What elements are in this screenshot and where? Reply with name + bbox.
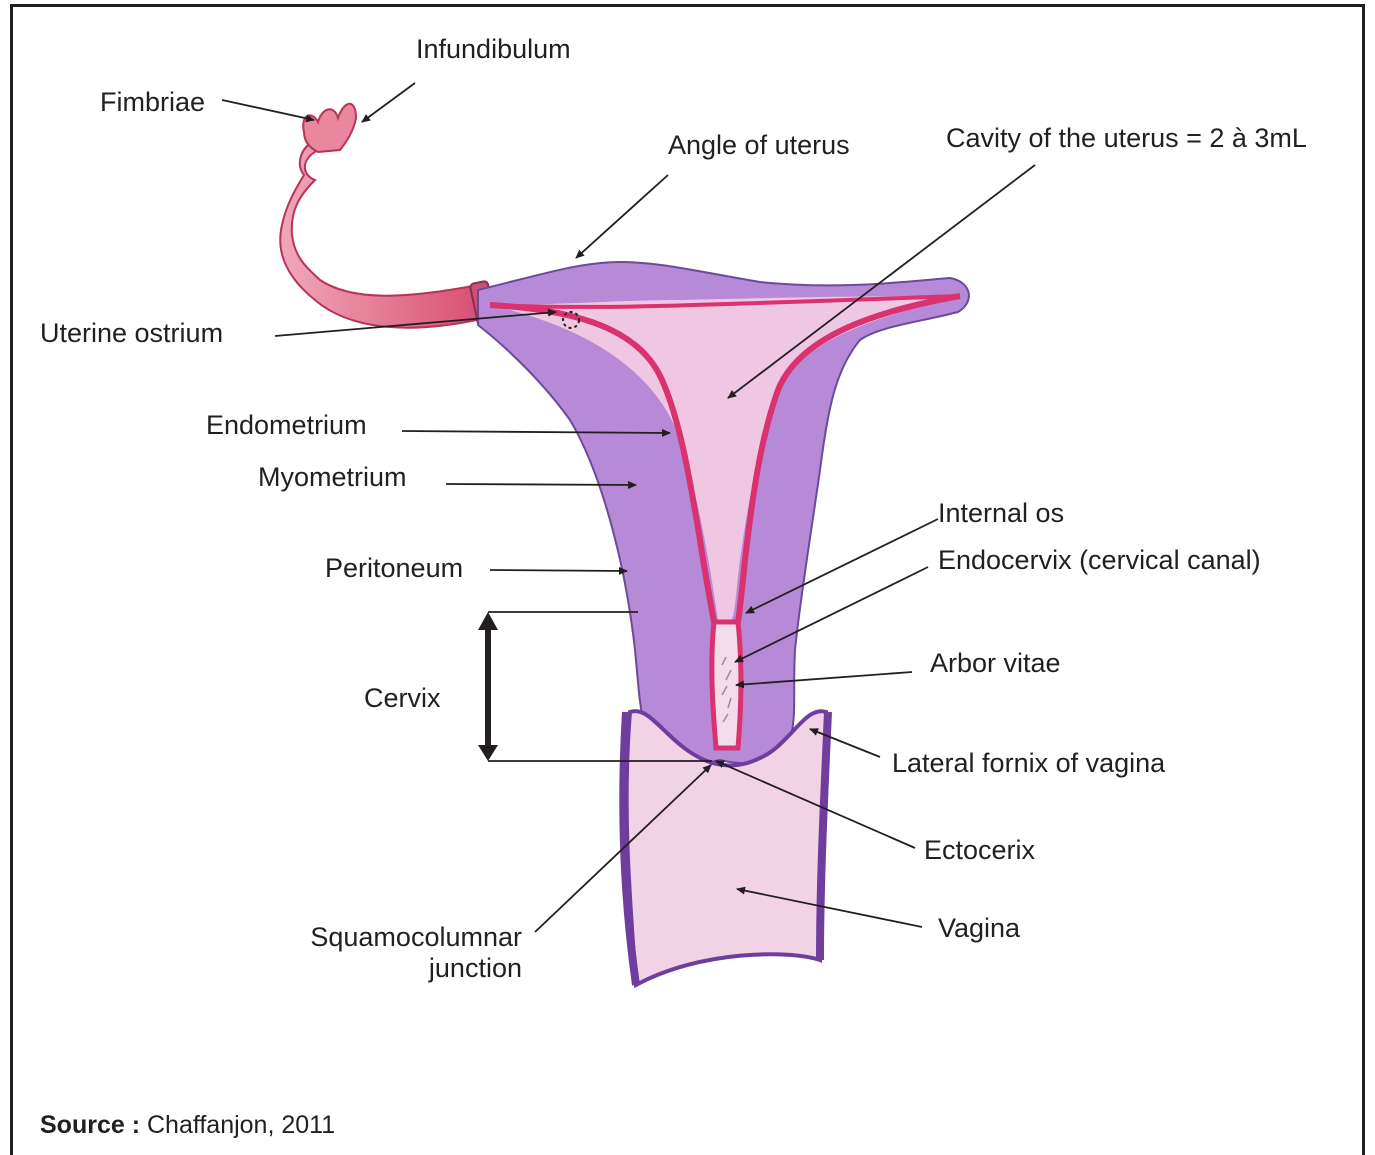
label-uterine-ostrium: Uterine ostrium bbox=[40, 320, 223, 347]
leader-angle bbox=[576, 175, 668, 258]
label-peritoneum: Peritoneum bbox=[325, 555, 463, 582]
label-angle-of-uterus: Angle of uterus bbox=[668, 132, 850, 159]
label-squamocolumnar: Squamocolumnar bbox=[282, 924, 522, 951]
label-cervix: Cervix bbox=[364, 685, 441, 712]
leader-fimbriae bbox=[222, 100, 314, 120]
label-infundibulum: Infundibulum bbox=[416, 36, 571, 63]
label-myometrium: Myometrium bbox=[258, 464, 407, 491]
uterus-body bbox=[478, 262, 969, 763]
source-caption: Source : Chaffanjon, 2011 bbox=[40, 1111, 335, 1140]
leader-peritoneum bbox=[490, 570, 627, 571]
source-prefix: Source : bbox=[40, 1111, 140, 1139]
label-cavity: Cavity of the uterus = 2 à 3mL bbox=[946, 125, 1307, 152]
label-endocervix: Endocervix (cervical canal) bbox=[938, 547, 1261, 574]
label-vagina: Vagina bbox=[938, 915, 1020, 942]
leader-myometrium bbox=[446, 484, 636, 485]
label-endometrium: Endometrium bbox=[206, 412, 367, 439]
label-fimbriae: Fimbriae bbox=[100, 89, 205, 116]
label-ectocerix: Ectocerix bbox=[924, 837, 1035, 864]
fimbriae-shape bbox=[303, 104, 356, 152]
label-internal-os: Internal os bbox=[938, 500, 1064, 527]
label-junction: junction bbox=[282, 955, 522, 982]
leader-cavity bbox=[728, 165, 1035, 398]
label-lateral-fornix: Lateral fornix of vagina bbox=[892, 750, 1165, 777]
source-text: Chaffanjon, 2011 bbox=[147, 1111, 335, 1139]
leader-infundibulum bbox=[362, 83, 415, 122]
label-arbor-vitae: Arbor vitae bbox=[930, 650, 1061, 677]
fallopian-tube bbox=[280, 104, 496, 328]
